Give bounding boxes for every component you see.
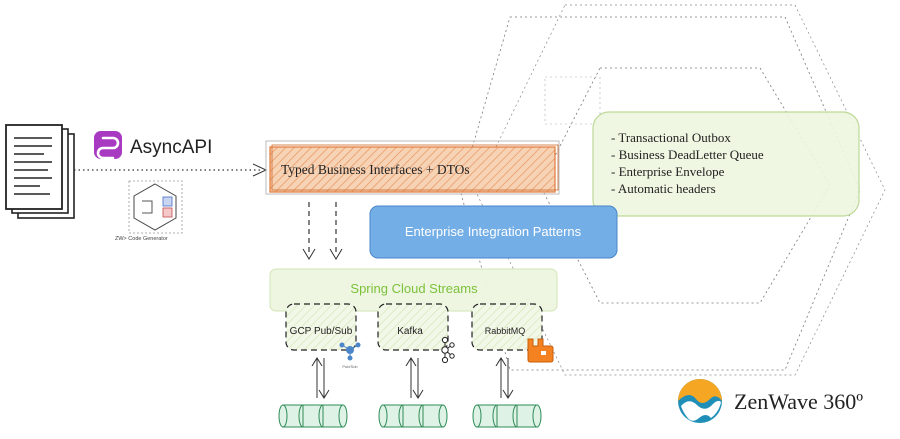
code-generator-icon — [128, 180, 183, 234]
zenwave-logo — [678, 379, 722, 423]
pubsub-icon — [339, 342, 361, 361]
binder-kafka: Kafka — [377, 303, 449, 351]
binder-label: RabbitMQ — [485, 326, 526, 336]
pattern-item: - Enterprise Envelope — [611, 164, 725, 179]
pubsub-icon-caption: Pub/Sub — [342, 364, 358, 369]
bidirectional-arrows — [311, 357, 514, 399]
eip-label: Enterprise Integration Patterns — [405, 224, 582, 239]
patterns-list: - Transactional Outbox - Business DeadLe… — [611, 130, 764, 196]
hexagon-middle — [474, 4, 886, 376]
dotted-arrow — [74, 163, 268, 177]
brand-name: ZenWave 360º — [734, 389, 863, 414]
code-generator-caption: ZW> Code Generator — [115, 236, 168, 242]
asyncapi-label: AsyncAPI — [130, 137, 212, 158]
binder-rabbitmq: RabbitMQ — [471, 303, 543, 351]
queue-cylinder — [378, 404, 448, 428]
queue-cylinder — [472, 404, 542, 428]
dashed-down-arrows — [302, 202, 343, 260]
pattern-item: - Business DeadLetter Queue — [611, 147, 764, 162]
binder-label: Kafka — [397, 326, 423, 337]
patterns-box — [592, 111, 860, 217]
binder-label: GCP Pub/Sub — [290, 326, 353, 337]
pattern-item: - Transactional Outbox — [611, 130, 731, 145]
pattern-item: - Automatic headers — [611, 181, 716, 196]
queue-cylinder — [278, 404, 348, 428]
rabbitmq-icon — [527, 338, 554, 363]
typed-interfaces-label: Typed Business Interfaces + DTOs — [281, 162, 470, 177]
scs-label: Spring Cloud Streams — [350, 281, 478, 296]
binder-gcp: GCP Pub/Sub — [285, 303, 357, 351]
typed-interfaces-box — [265, 140, 560, 195]
kafka-icon — [441, 336, 455, 364]
documents-icon — [5, 124, 75, 219]
asyncapi-logo — [94, 131, 122, 160]
eip-box — [369, 205, 618, 259]
